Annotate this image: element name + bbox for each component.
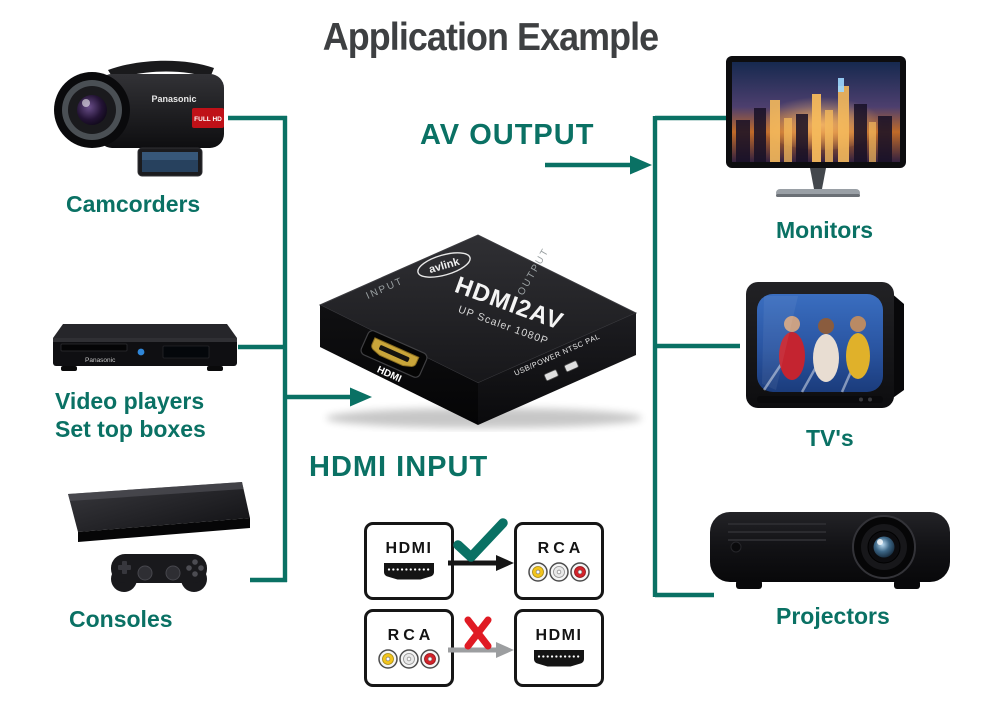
hdmi-input-arrowhead: [350, 387, 372, 407]
av-output-arrowhead: [630, 155, 652, 175]
player-brand-text: Panasonic: [85, 357, 116, 364]
hdmi-port: [360, 330, 428, 378]
camcorder-brand-text: Panasonic: [151, 94, 196, 104]
black-arrow-head: [496, 555, 514, 571]
x-icon: [464, 616, 492, 650]
tv-runners: [779, 316, 870, 382]
rca-connectors-icon: [378, 648, 440, 669]
gray-arrow-shaft: [448, 647, 496, 653]
game-controller: [111, 554, 207, 592]
full-hd-badge: FULL HD: [192, 108, 224, 128]
camcorder-lcd: [137, 147, 203, 177]
page-title: Application Example: [322, 16, 659, 59]
display-window: [162, 345, 210, 359]
camcorder-lens: [54, 72, 130, 148]
tvs-label: TV's: [806, 425, 854, 451]
hdmi-target-label: HDMI: [535, 626, 583, 644]
city-buildings: [736, 104, 892, 162]
camcorders-label: Camcorders: [66, 191, 201, 217]
game-console-illustration: [68, 482, 250, 592]
projector-vents: [728, 523, 826, 541]
power-indicator: [137, 348, 145, 356]
projectors-label: Projectors: [776, 603, 890, 629]
rca-target-box: RCA: [514, 522, 604, 600]
camcorder-strap: [108, 60, 214, 80]
crt-tv-illustration: [746, 282, 904, 408]
svg-text:FULL HD: FULL HD: [194, 116, 222, 123]
check-icon: [453, 518, 508, 562]
rca-red-plug: [570, 561, 590, 582]
lit-buildings: [770, 86, 876, 162]
hdmi-target-box: HDMI: [514, 609, 604, 687]
teal-connector-lines: [228, 115, 740, 598]
projector-lens: [852, 515, 916, 579]
invalid-conversion-arrow: [448, 616, 514, 658]
rca-white-plug: [399, 648, 419, 669]
consoles-label: Consoles: [69, 606, 173, 632]
hdmi2av-converter-illustration: avlink INPUT OUTPUT HDMI2AV UP Scaler 10…: [318, 234, 642, 428]
rca-white-plug: [549, 561, 569, 582]
rca-source-label: RCA: [387, 626, 435, 644]
monitors-label: Monitors: [776, 217, 874, 243]
hdmi-connector-icon: [534, 649, 584, 666]
valid-conversion-arrow: [448, 518, 514, 571]
video-players-label-line2: Set top boxes: [55, 416, 206, 442]
video-players-label-line1: Video players: [55, 388, 205, 414]
camcorder-illustration: Panasonic FULL HD: [54, 60, 224, 177]
rca-connectors-icon: [528, 561, 590, 582]
rca-yellow-plug: [528, 561, 548, 582]
black-arrow-shaft: [448, 560, 496, 566]
disc-tray: [60, 343, 128, 352]
av-output-label: AV OUTPUT: [420, 119, 595, 151]
hdmi-source-label: HDMI: [385, 539, 433, 557]
monitor-stand: [810, 168, 826, 189]
video-player-illustration: Panasonic: [53, 324, 237, 371]
rca-red-plug: [420, 648, 440, 669]
hdmi-connector-icon: [384, 562, 434, 579]
rca-source-box: RCA: [364, 609, 454, 687]
rca-yellow-plug: [378, 648, 398, 669]
converter-right-face: [478, 313, 636, 425]
hdmi-source-box: HDMI: [364, 522, 454, 600]
projector-illustration: [710, 512, 950, 589]
hdmi-input-label: HDMI INPUT: [309, 451, 489, 483]
gray-arrow-head: [496, 642, 514, 658]
monitor-illustration: [726, 56, 906, 197]
rca-target-label: RCA: [537, 539, 585, 557]
